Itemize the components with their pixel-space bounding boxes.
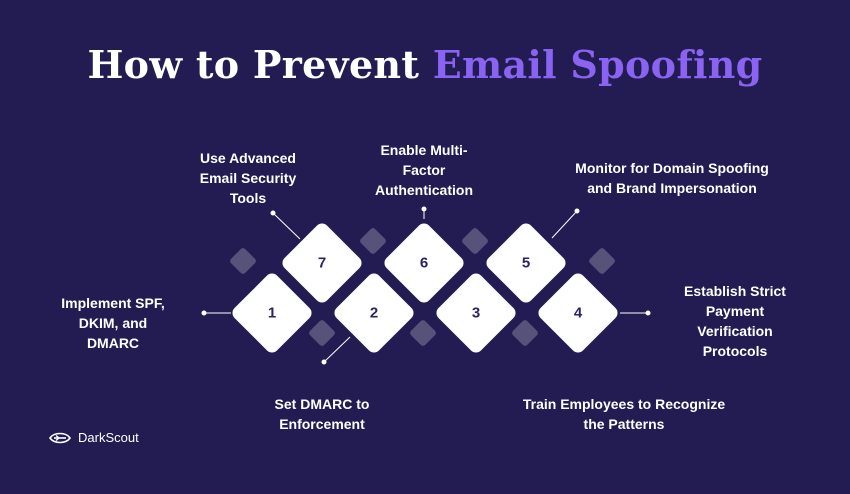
step-label-1: Implement SPF, DKIM, and DMARC <box>61 295 165 351</box>
main-diamonds <box>232 223 618 353</box>
step-diamond-1 <box>232 273 312 353</box>
connector-dot-1 <box>201 310 207 316</box>
step-diamond-6 <box>384 223 464 303</box>
connector-7 <box>272 212 301 240</box>
brand-logo: DarkScout <box>48 430 139 445</box>
connector-dot-6 <box>421 206 427 212</box>
step-number-1: 1 <box>268 305 276 322</box>
connector-lines <box>201 206 651 365</box>
small-diamond <box>512 320 538 346</box>
brand-name: DarkScout <box>78 430 139 445</box>
step-diamond-3 <box>436 273 516 353</box>
small-diamond <box>589 248 615 274</box>
small-diamond <box>309 320 335 346</box>
connector-dot-7 <box>270 210 276 216</box>
connector-2 <box>323 336 351 363</box>
connector-dot-4 <box>645 310 651 316</box>
step-number-4: 4 <box>574 305 583 322</box>
step-label-2: Set DMARC to Enforcement <box>274 396 370 432</box>
step-number-7: 7 <box>318 255 326 272</box>
small-diamond <box>230 248 256 274</box>
step-number-2: 2 <box>370 305 378 322</box>
page-title: How to Prevent Email Spoofing <box>0 42 850 87</box>
small-diamond <box>410 320 436 346</box>
step-label-3: Train Employees to Recognize the Pattern… <box>522 396 726 432</box>
connector-dot-5 <box>574 208 580 214</box>
step-diamond-4 <box>538 273 618 353</box>
title-main: How to Prevent <box>87 42 420 87</box>
step-label-5: Monitor for Domain Spoofing and Brand Im… <box>575 160 769 196</box>
connector-dot-2 <box>321 359 327 365</box>
step-number-6: 6 <box>420 255 428 272</box>
step-diamond-2 <box>334 273 414 353</box>
step-label-7: Use Advanced Email Security Tools <box>199 150 297 206</box>
step-diamond-5 <box>486 223 566 303</box>
step-label-6: Enable Multi-Factor Authentication <box>375 142 473 198</box>
step-number-3: 3 <box>472 305 480 322</box>
connector-5 <box>551 210 578 239</box>
decorative-diamonds <box>230 228 615 346</box>
title-accent: Email Spoofing <box>432 42 763 87</box>
small-diamond <box>462 228 488 254</box>
step-number-5: 5 <box>522 255 530 272</box>
step-diamond-7 <box>282 223 362 303</box>
small-diamond <box>360 228 386 254</box>
darkscout-logo-icon <box>48 431 72 445</box>
step-label-4: Establish Strict Payment Verification Pr… <box>684 283 786 359</box>
